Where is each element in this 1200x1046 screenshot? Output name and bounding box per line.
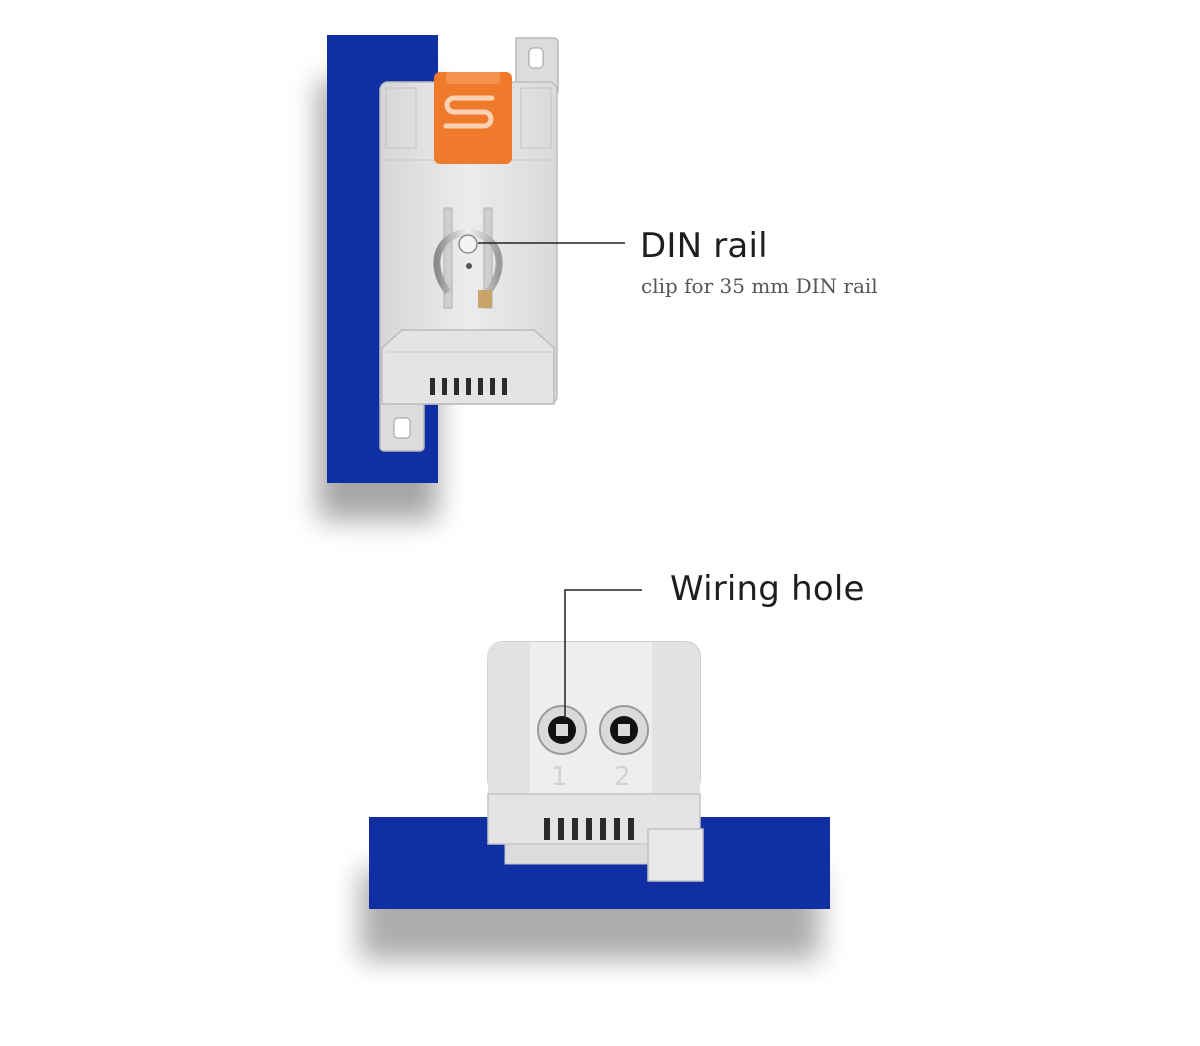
front-base bbox=[504, 843, 656, 865]
wiring-hole-2-glint bbox=[618, 724, 630, 736]
orange-latch bbox=[434, 72, 512, 164]
terminal-label-2: 2 bbox=[614, 762, 631, 792]
rail-clip-tab bbox=[647, 828, 704, 882]
metal-spring-clip bbox=[433, 228, 503, 295]
top-device-group bbox=[318, 35, 625, 520]
clip-rivet-icon bbox=[458, 234, 478, 254]
mount-hole-bottom bbox=[393, 417, 411, 439]
din-rail-subtitle: clip for 35 mm DIN rail bbox=[641, 274, 878, 298]
housing-slot-right bbox=[520, 87, 552, 149]
clip-slot-left bbox=[443, 207, 453, 309]
front-right-wing bbox=[652, 642, 700, 794]
mount-hole-top bbox=[528, 47, 544, 69]
front-left-wing bbox=[487, 641, 530, 794]
wiring-hole-1-glint bbox=[556, 724, 568, 736]
terminal-label-1: 1 bbox=[551, 762, 568, 792]
clip-contact bbox=[478, 290, 492, 308]
housing-slot-left bbox=[385, 87, 417, 149]
wiring-hole-leader-line bbox=[564, 589, 642, 722]
spring-s-icon bbox=[443, 95, 495, 129]
wiring-hole-title: Wiring hole bbox=[670, 569, 865, 609]
terminal-block bbox=[381, 329, 555, 405]
orange-latch-top bbox=[446, 72, 500, 84]
vent-slots-top bbox=[430, 378, 507, 395]
din-rail-title: DIN rail bbox=[640, 226, 768, 266]
bottom-device-group bbox=[360, 589, 830, 960]
clip-pin bbox=[466, 263, 472, 269]
vent-slots-front bbox=[544, 818, 634, 840]
